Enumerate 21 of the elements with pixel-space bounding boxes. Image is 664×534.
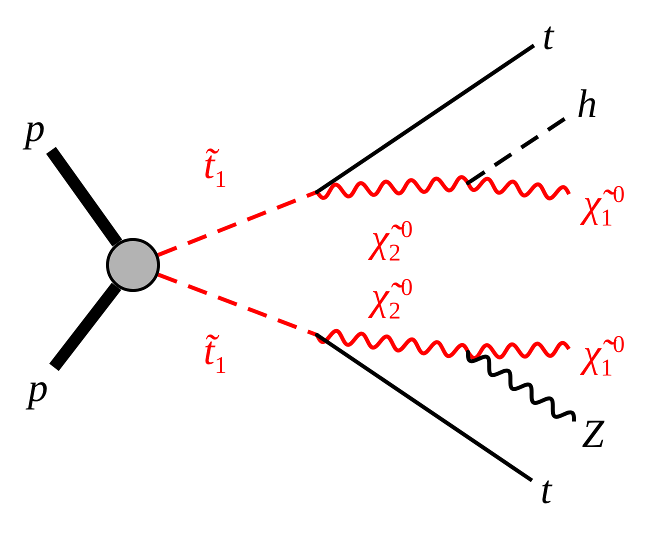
line bbox=[316, 44, 536, 194]
particle-label: t bbox=[534, 468, 558, 512]
particle-label: Z bbox=[576, 412, 610, 456]
line bbox=[316, 333, 534, 482]
particle-label: t bbox=[536, 14, 560, 58]
wavy-line bbox=[466, 176, 571, 200]
vertex-point bbox=[466, 350, 470, 354]
wavy-line bbox=[466, 350, 576, 423]
particle-label: p bbox=[21, 106, 49, 150]
vertex-point bbox=[315, 190, 319, 194]
vertex-point bbox=[315, 333, 319, 337]
dashed-line bbox=[158, 272, 318, 337]
dashed-line bbox=[157, 190, 318, 257]
vertex-point bbox=[466, 181, 470, 185]
triple-line bbox=[46, 146, 122, 247]
particle-label: h bbox=[572, 82, 602, 126]
vertex-blob bbox=[106, 238, 160, 292]
wavy-line bbox=[315, 328, 470, 358]
particle-label: p bbox=[24, 366, 52, 410]
triple-line bbox=[49, 282, 122, 371]
wavy-line bbox=[315, 175, 470, 200]
